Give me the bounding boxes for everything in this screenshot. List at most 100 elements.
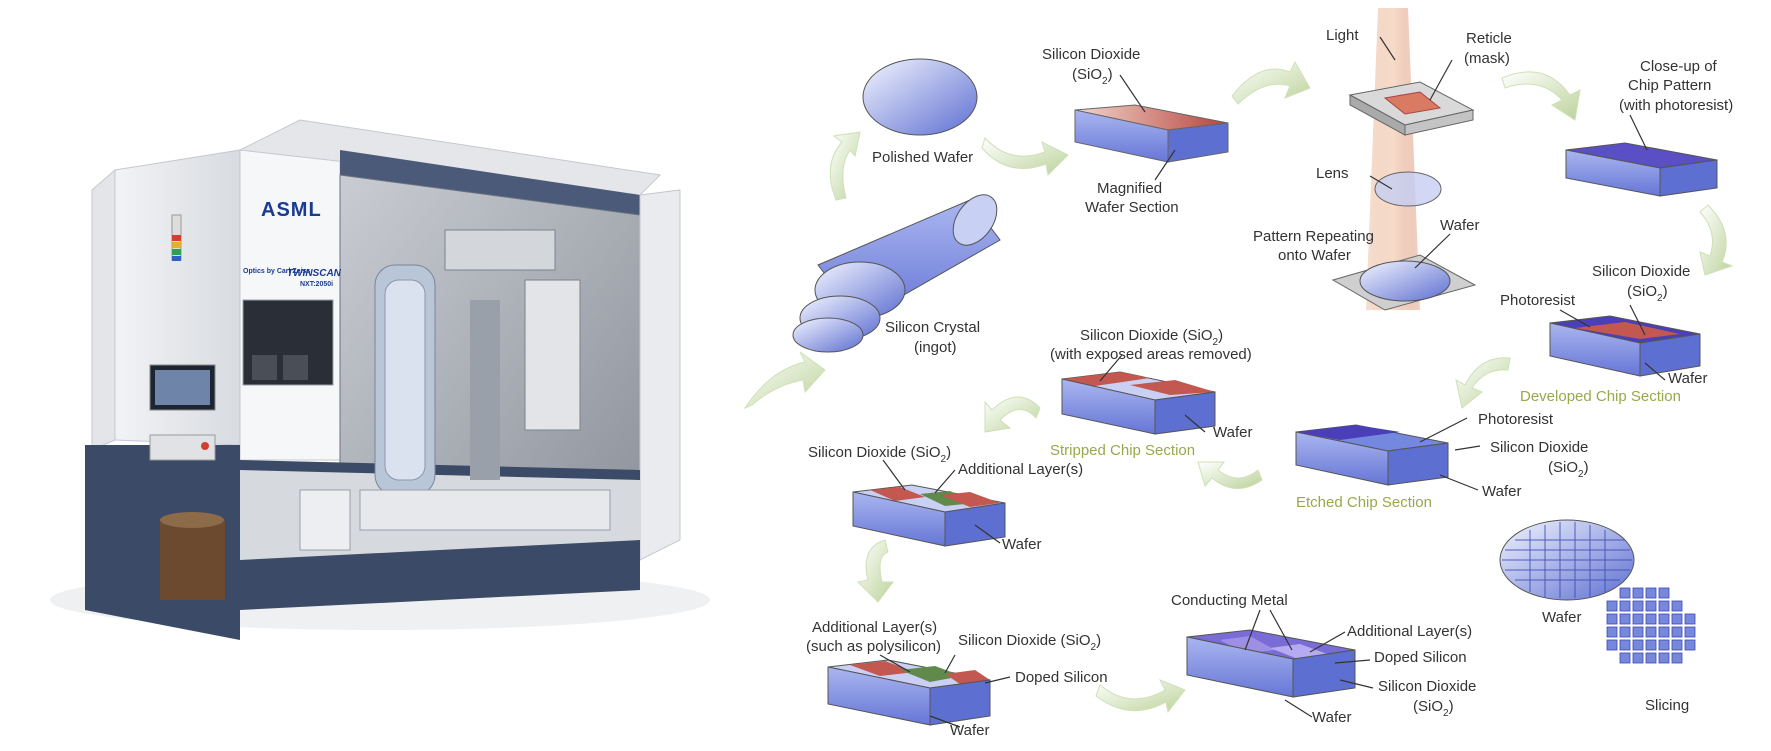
leader-lines — [879, 36, 1666, 728]
label-ingot: (ingot) — [914, 339, 957, 356]
arrow-poly-to-metal — [1095, 679, 1186, 714]
label-sio2-etch-formula: (SiO2) — [1548, 459, 1589, 480]
label-slicing: Slicing — [1645, 697, 1689, 714]
label-sio2-etch-close: ) — [1584, 459, 1589, 476]
polished-wafer — [862, 58, 978, 136]
label-wafer-etch: Wafer — [1482, 483, 1521, 500]
magnified-wafer-section — [1074, 104, 1229, 163]
polysilicon-section — [827, 659, 991, 726]
label-sio2-metal-close: ) — [1449, 698, 1454, 715]
label-sio2-etch-1: Silicon Dioxide — [1490, 439, 1588, 456]
caption-stripped: Stripped Chip Section — [1050, 442, 1195, 459]
label-sio2-dev-sub: 2 — [1657, 293, 1663, 304]
label-pattern-2: onto Wafer — [1278, 247, 1351, 264]
arrow-dev-to-etch — [1455, 357, 1511, 409]
developed-chip-section — [1549, 315, 1701, 377]
label-add-poly-1: Additional Layer(s) — [812, 619, 937, 636]
arrow-strip-to-add — [984, 396, 1041, 433]
label-additional-layers: Additional Layer(s) — [958, 461, 1083, 478]
label-pattern-1: Pattern Repeating — [1253, 228, 1374, 245]
label-sio2-etch-sub: 2 — [1578, 469, 1584, 480]
label-magnified-1: Magnified — [1097, 180, 1162, 197]
label-add-poly-2: (such as polysilicon) — [806, 638, 941, 655]
label-sio2-poly-formula: Silicon Dioxide (SiO2) — [958, 632, 1101, 653]
metal-section — [1186, 629, 1356, 698]
label-wafer-add: Wafer — [1002, 536, 1041, 553]
label-sio2-add-close: ) — [946, 444, 951, 461]
label-photoresist-etch: Photoresist — [1478, 411, 1554, 428]
label-polished-wafer: Polished Wafer — [872, 149, 973, 166]
label-wafer-litho: Wafer — [1440, 217, 1479, 234]
diagram-labels: Polished Wafer Silicon Dioxide (SiO2) Ma… — [806, 27, 1733, 739]
sliced-chips — [1606, 587, 1696, 664]
label-wafer-poly: Wafer — [950, 722, 989, 739]
stripped-chip-section — [1061, 371, 1216, 435]
label-sio2-strip-sub: 2 — [1213, 337, 1219, 348]
zeiss-badge: Optics by Carl Zeiss — [243, 268, 310, 275]
label-sio2-metal-sub: 2 — [1443, 708, 1449, 719]
label-sio2-strip-2: (with exposed areas removed) — [1050, 346, 1252, 363]
arrow-closeup-to-dev — [1699, 204, 1734, 276]
asml-scanner-machine: ASML Optics by Carl Zeiss TWINSCAN NXT:2… — [50, 119, 710, 640]
arrow-litho-to-closeup — [1501, 71, 1581, 121]
label-sio2-add-open: Silicon Dioxide (SiO — [808, 444, 941, 461]
label-wafer-dev: Wafer — [1668, 370, 1707, 387]
label-sio2-dev-open: (SiO — [1627, 283, 1657, 300]
label-sio2-1-open: (SiO — [1072, 66, 1102, 83]
label-lens: Lens — [1316, 165, 1349, 182]
label-sio2-1-sub: 2 — [1102, 76, 1108, 87]
arrow-etch-to-strip — [1197, 461, 1263, 489]
arrow-wafer-to-section — [981, 137, 1069, 177]
label-light: Light — [1326, 27, 1359, 44]
label-closeup-1: Close-up of — [1640, 58, 1718, 75]
label-wafer-slice: Wafer — [1542, 609, 1581, 626]
arrow-add-to-poly — [856, 539, 894, 603]
model-name: TWINSCAN — [287, 268, 342, 279]
label-photoresist-dev: Photoresist — [1500, 292, 1576, 309]
process-arrows — [743, 60, 1734, 714]
label-sio2-dev-formula: (SiO2) — [1627, 283, 1668, 304]
label-sio2-metal-open: (SiO — [1413, 698, 1443, 715]
asml-logo: ASML — [261, 199, 322, 221]
lithography-apparatus — [1331, 8, 1477, 311]
caption-developed: Developed Chip Section — [1520, 388, 1681, 405]
label-silicon-dioxide-1-formula: (SiO2) — [1072, 66, 1113, 87]
label-sio2-dev-close: ) — [1663, 283, 1668, 300]
label-sio2-add-formula: Silicon Dioxide (SiO2) — [808, 444, 951, 465]
caption-etched: Etched Chip Section — [1296, 494, 1432, 511]
label-wafer-strip: Wafer — [1213, 424, 1252, 441]
label-sio2-etch-open: (SiO — [1548, 459, 1578, 476]
label-wafer-metal: Wafer — [1312, 709, 1351, 726]
label-magnified-2: Wafer Section — [1085, 199, 1179, 216]
label-sio2-poly-close: ) — [1096, 632, 1101, 649]
arrow-ingot-to-wafer — [829, 131, 861, 201]
label-sio2-poly-open: Silicon Dioxide (SiO — [958, 632, 1091, 649]
label-reticle: Reticle — [1466, 30, 1512, 47]
label-sio2-add-sub: 2 — [941, 454, 947, 465]
label-silicon-crystal: Silicon Crystal — [885, 319, 980, 336]
closeup-chip-pattern — [1565, 142, 1718, 197]
label-doped-metal: Doped Silicon — [1374, 649, 1467, 666]
arrow-start — [743, 351, 826, 410]
label-sio2-poly-sub: 2 — [1091, 642, 1097, 653]
model-subname: NXT:2050i — [300, 281, 333, 288]
silicon-ingot — [792, 194, 1001, 353]
label-sio2-strip-formula: Silicon Dioxide (SiO2) — [1080, 327, 1223, 348]
label-sio2-1-close: ) — [1108, 66, 1113, 83]
label-silicon-dioxide-1: Silicon Dioxide — [1042, 46, 1140, 63]
label-closeup-3: (with photoresist) — [1619, 97, 1733, 114]
additional-layer-section — [852, 484, 1006, 547]
label-conducting-metal: Conducting Metal — [1171, 592, 1288, 609]
label-sio2-dev-1: Silicon Dioxide — [1592, 263, 1690, 280]
label-closeup-2: Chip Pattern — [1628, 77, 1711, 94]
label-add-metal: Additional Layer(s) — [1347, 623, 1472, 640]
arrow-section-to-litho — [1231, 60, 1311, 105]
label-sio2-metal-1: Silicon Dioxide — [1378, 678, 1476, 695]
etched-chip-section — [1295, 424, 1449, 486]
label-sio2-strip-open: Silicon Dioxide (SiO — [1080, 327, 1213, 344]
label-sio2-metal-formula: (SiO2) — [1413, 698, 1454, 719]
label-sio2-strip-close: ) — [1218, 327, 1223, 344]
label-mask: (mask) — [1464, 50, 1510, 67]
diced-wafer — [1499, 519, 1635, 601]
